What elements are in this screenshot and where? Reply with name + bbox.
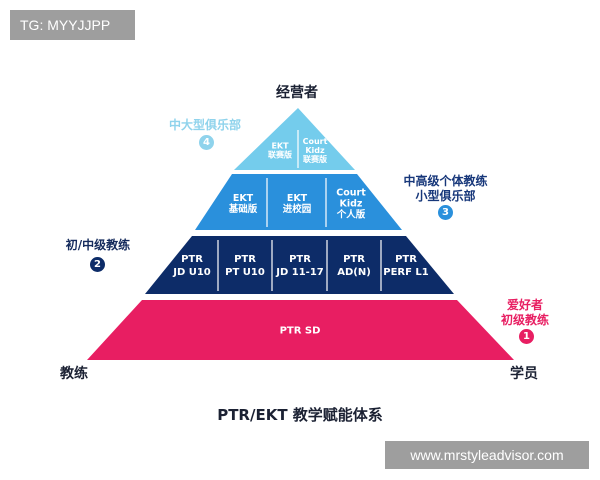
tier-4-badge: 4 bbox=[199, 135, 214, 150]
tier-3-label: 中高级个体教练 小型俱乐部 bbox=[398, 174, 493, 204]
tier-2-badge: 2 bbox=[90, 257, 105, 272]
tier-3-shape bbox=[195, 174, 402, 230]
tier-1-label: 爱好者 初级教练 bbox=[490, 298, 560, 328]
t1-cell-0: PTR SD bbox=[280, 326, 321, 337]
tier-4-shape bbox=[234, 108, 355, 170]
tier-1-cells: PTR SD bbox=[280, 326, 321, 337]
tier-1-label-line2: 初级教练 bbox=[500, 313, 549, 327]
tier-4-label: 中大型俱乐部 bbox=[168, 118, 241, 132]
tier-3-label-line2: 小型俱乐部 bbox=[415, 189, 476, 203]
tier-3-badge: 3 bbox=[438, 205, 453, 220]
bottom-right-label: 学员 bbox=[510, 366, 538, 382]
top-label: 经营者 bbox=[276, 85, 318, 101]
bottom-left-label: 教练 bbox=[60, 366, 88, 382]
watermark-top: TG: MYYJJPP bbox=[10, 10, 135, 40]
watermark-bottom: www.mrstyleadvisor.com bbox=[385, 441, 589, 469]
tier-1-shape bbox=[87, 300, 514, 360]
tier-2-label: 初/中级教练 bbox=[65, 238, 131, 252]
tier-3-label-line1: 中高级个体教练 bbox=[403, 174, 488, 188]
tier-1-label-line1: 爱好者 bbox=[506, 298, 543, 312]
tier-2-shape bbox=[145, 236, 454, 294]
tier-1-badge: 1 bbox=[519, 329, 534, 344]
caption: PTR/EKT 教学赋能体系 bbox=[217, 406, 383, 424]
